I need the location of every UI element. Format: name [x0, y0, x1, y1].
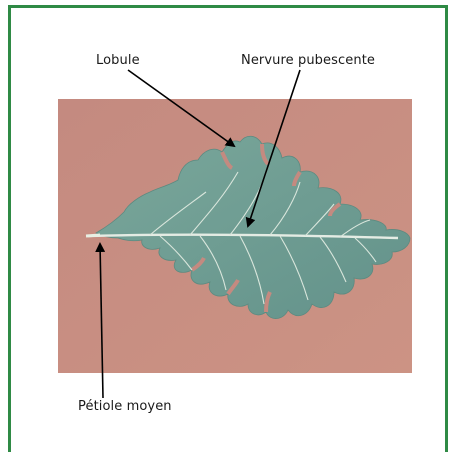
petiole: [86, 235, 100, 236]
label-nervure-pubescente: Nervure pubescente: [241, 53, 375, 68]
label-lobule: Lobule: [96, 53, 140, 68]
label-petiole-moyen: Pétiole moyen: [78, 399, 172, 414]
